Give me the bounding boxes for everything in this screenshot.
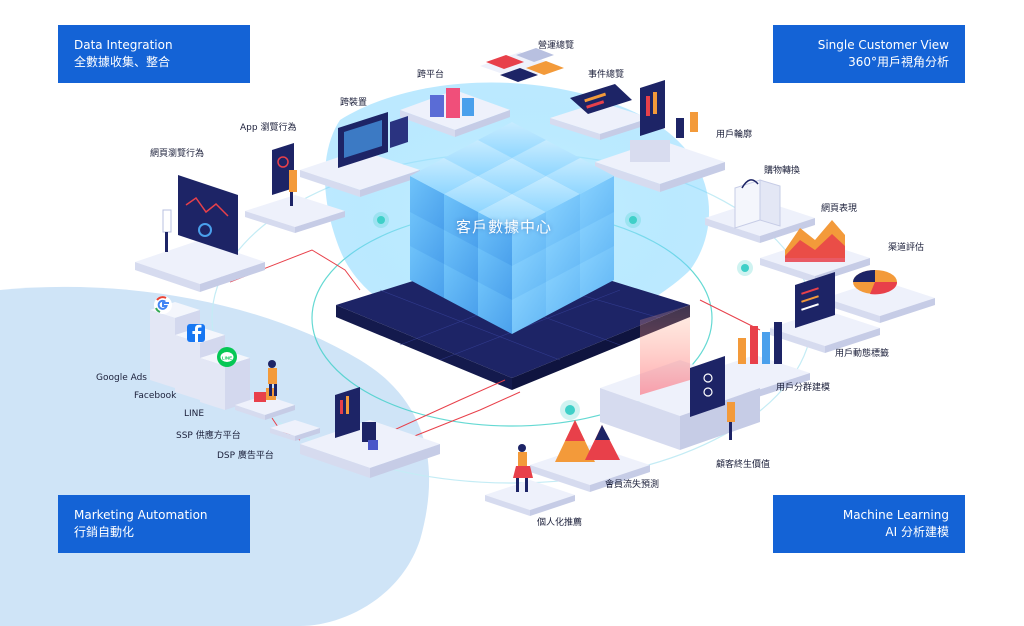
corner-marketing-automation: Marketing Automation 行銷自動化: [58, 495, 250, 553]
corner-single-customer-view-title: Single Customer View: [817, 38, 949, 52]
label-facebook: Facebook: [134, 391, 177, 401]
corner-single-customer-view: Single Customer View 360°用戶視角分析: [773, 25, 965, 83]
ssp-pad: [235, 388, 295, 420]
node-customer-lifetime-value: [600, 305, 760, 450]
node-user-profile: [595, 80, 725, 192]
node-ops-overview: [480, 48, 564, 82]
label-purchase-conversion: 購物轉換: [764, 166, 801, 176]
node-cross-platform: [400, 88, 510, 137]
label-event-overview: 事件總覽: [588, 70, 625, 80]
corner-machine-learning-title: Machine Learning: [842, 508, 949, 522]
node-event-overview: [550, 84, 650, 140]
label-line: LINE: [184, 409, 205, 419]
label-ssp: SSP 供應方平台: [176, 431, 241, 441]
google-logo: [154, 296, 172, 314]
dsp-pad: [270, 420, 320, 441]
corner-data-integration: Data Integration 全數據收集、整合: [58, 25, 250, 83]
label-google-ads: Google Ads: [96, 373, 147, 383]
corner-machine-learning: Machine Learning AI 分析建模: [773, 495, 965, 553]
node-personalized-recommendation: [485, 444, 575, 516]
facebook-logo: [187, 324, 205, 342]
node-web-performance: [760, 220, 870, 283]
label-cross-platform: 跨平台: [417, 70, 445, 80]
label-dsp: DSP 廣告平台: [217, 451, 274, 461]
label-channel-evaluation: 渠道評估: [888, 243, 925, 253]
orbit-dots: [373, 212, 753, 420]
node-churn-prediction: [530, 420, 650, 492]
label-web-browse: 網頁瀏覽行為: [150, 149, 205, 159]
node-purchase-conversion: [705, 179, 815, 243]
label-ops-overview: 營運總覽: [538, 41, 575, 51]
node-app-browse: [245, 143, 345, 233]
hub-title: 客戶數據中心: [456, 218, 553, 236]
node-cross-device: [300, 112, 420, 197]
hub-cube: [478, 194, 546, 266]
node-dynamic-tags: [770, 272, 880, 353]
corner-machine-learning-subtitle: AI 分析建模: [885, 525, 949, 539]
label-cross-device: 跨裝置: [340, 98, 368, 108]
label-user-profile: 用戶輪廓: [716, 130, 753, 140]
corner-data-integration-title: Data Integration: [74, 38, 173, 52]
node-marketing-workstation: [300, 387, 440, 478]
label-user-segmentation: 用戶分群建模: [776, 383, 831, 393]
label-web-performance: 網頁表現: [821, 204, 858, 214]
corner-single-customer-view-subtitle: 360°用戶視角分析: [848, 55, 949, 69]
line-logo: LINE: [217, 347, 237, 367]
corner-marketing-automation-title: Marketing Automation: [74, 508, 208, 522]
label-customer-lifetime-value: 顧客終生價值: [716, 460, 771, 470]
node-channel-evaluation: [825, 270, 935, 323]
corner-data-integration-subtitle: 全數據收集、整合: [74, 55, 171, 69]
label-dynamic-tags: 用戶動態標籤: [835, 349, 890, 359]
corner-marketing-automation-subtitle: 行銷自動化: [74, 525, 135, 539]
label-churn-prediction: 會員流失預測: [605, 480, 660, 490]
node-web-browse: [135, 175, 265, 292]
svg-text:LINE: LINE: [222, 356, 232, 361]
label-app-browse: App 瀏覽行為: [240, 123, 297, 133]
channel-person: [268, 360, 277, 396]
label-personalized-recommendation: 個人化推薦: [537, 518, 583, 528]
